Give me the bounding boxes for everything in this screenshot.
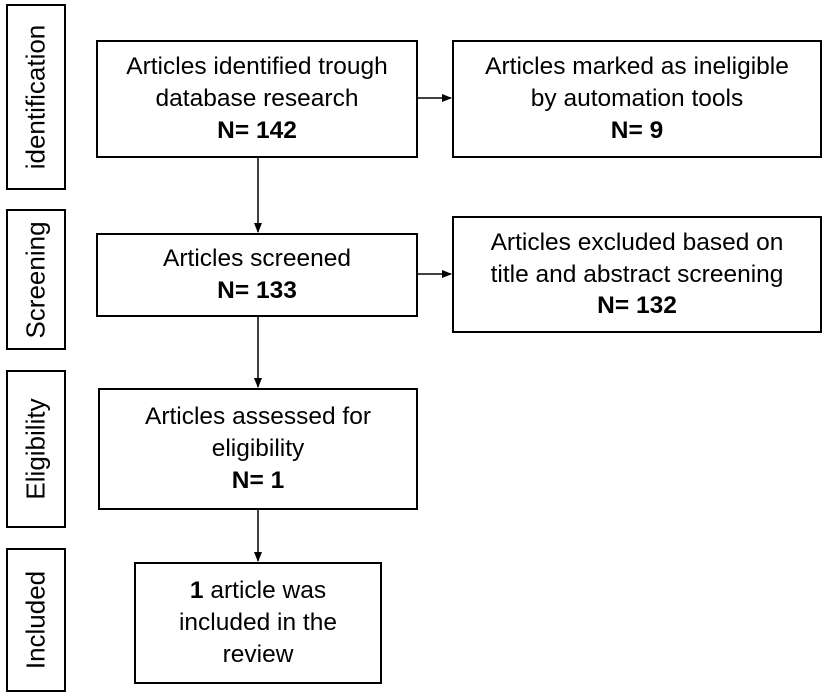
- box-identified-line2: database research: [155, 85, 359, 113]
- box-excluded-count: N= 132: [597, 292, 677, 320]
- box-assessed-line1: Articles assessed for: [144, 403, 372, 431]
- stage-included-label: Included: [20, 570, 51, 670]
- box-ineligible-line1: Articles marked as ineligible: [485, 53, 789, 81]
- stage-included: Included: [6, 548, 66, 692]
- box-assessed-line2: eligibility: [211, 435, 305, 463]
- box-included-line1: 1 article was: [190, 575, 326, 607]
- stage-identification: identification: [6, 4, 66, 190]
- stage-eligibility-label: Eligibility: [20, 398, 51, 500]
- box-excluded-line1: Articles excluded based on: [490, 228, 784, 256]
- box-assessed-count: N= 1: [231, 466, 285, 494]
- box-excluded: Articles excluded based on title and abs…: [452, 216, 822, 333]
- box-identified: Articles identified trough database rese…: [96, 40, 418, 158]
- stage-identification-label: identification: [20, 24, 51, 170]
- stage-screening-label: Screening: [20, 220, 51, 339]
- box-excluded-line2: title and abstract screening: [490, 260, 784, 288]
- box-ineligible: Articles marked as ineligible by automat…: [452, 40, 822, 158]
- box-included-count: 1: [189, 577, 204, 605]
- box-assessed: Articles assessed for eligibility N= 1: [98, 388, 418, 510]
- box-included-line2: included in the: [178, 609, 337, 637]
- box-included-line3: review: [222, 640, 294, 668]
- box-screened-line1: Articles screened: [163, 245, 351, 273]
- box-ineligible-line2: by automation tools: [530, 85, 744, 113]
- box-included: 1 article was included in the review: [134, 562, 382, 684]
- stage-screening: Screening: [6, 209, 66, 350]
- stage-eligibility: Eligibility: [6, 370, 66, 528]
- box-identified-count: N= 142: [217, 116, 297, 144]
- box-identified-line1: Articles identified trough: [126, 53, 388, 81]
- box-included-line1-text: article was: [203, 577, 327, 605]
- box-ineligible-count: N= 9: [610, 116, 664, 144]
- box-screened: Articles screened N= 133: [96, 233, 418, 317]
- box-screened-count: N= 133: [217, 277, 297, 304]
